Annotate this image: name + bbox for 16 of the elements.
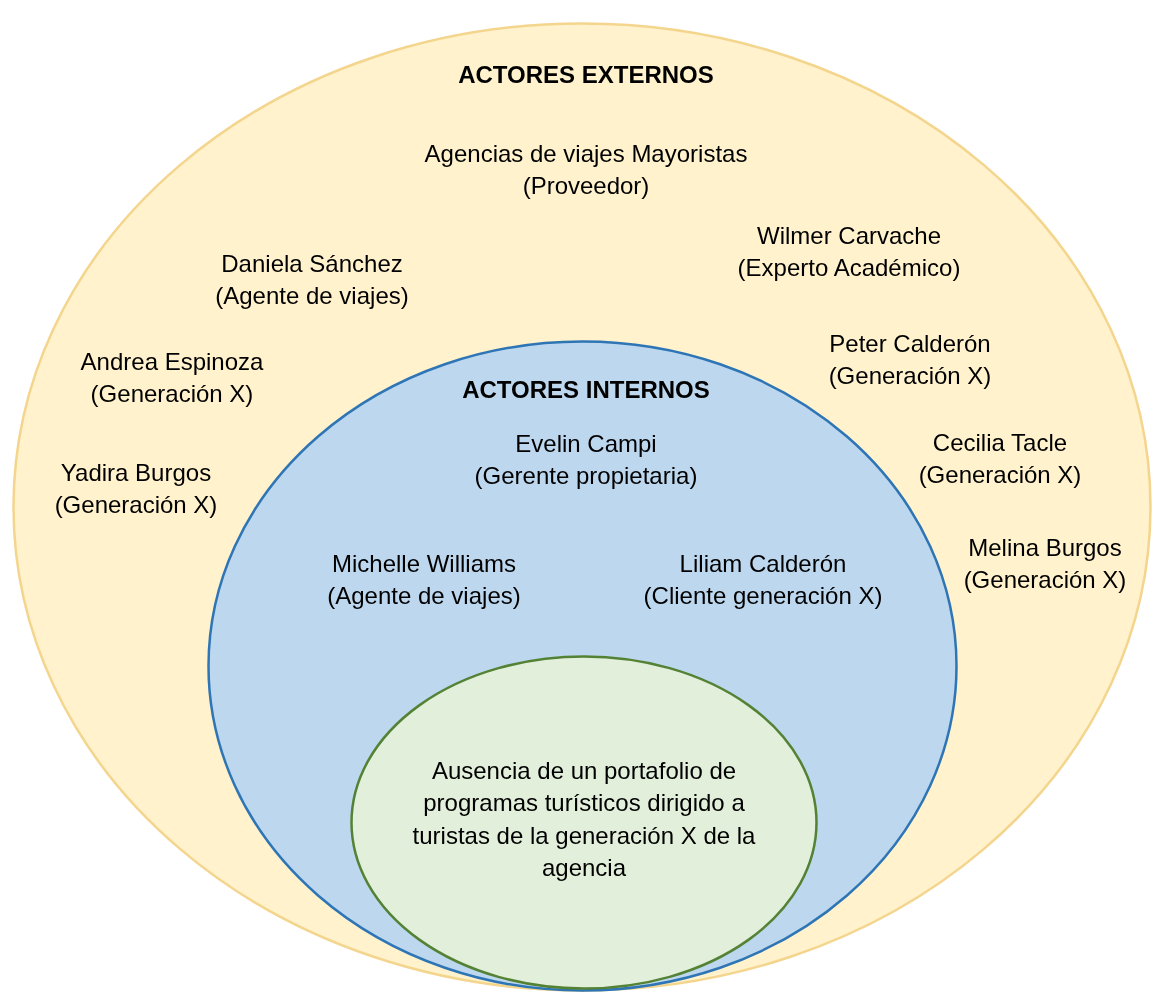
problem-statement: Ausencia de un portafolio de programas turísticos dirigido a turistas de la generación X de la agencia	[411, 756, 757, 884]
actor-label: Michelle Williams (Agente de viajes)	[327, 548, 521, 611]
actor-label: Agencias de viajes Mayoristas (Proveedor)	[424, 138, 748, 201]
actor-label: Yadira Burgos (Generación X)	[54, 457, 218, 520]
outer-ellipse	[12, 22, 1152, 992]
section-heading: ACTORES INTERNOS	[462, 374, 710, 405]
actor-label: Andrea Espinoza (Generación X)	[80, 346, 264, 409]
center-ellipse	[350, 655, 818, 990]
actor-label: Wilmer Carvache (Experto Académico)	[737, 220, 961, 283]
actor-label: Peter Calderón (Generación X)	[828, 328, 992, 391]
section-heading: ACTORES EXTERNOS	[458, 59, 714, 90]
actor-label: Evelin Campi (Gerente propietaria)	[474, 428, 698, 491]
actor-label: Daniela Sánchez (Agente de viajes)	[215, 248, 409, 311]
actor-label: Cecilia Tacle (Generación X)	[918, 427, 1082, 490]
actor-label: Liliam Calderón (Cliente generación X)	[643, 548, 883, 611]
actor-label: Melina Burgos (Generación X)	[963, 532, 1127, 595]
